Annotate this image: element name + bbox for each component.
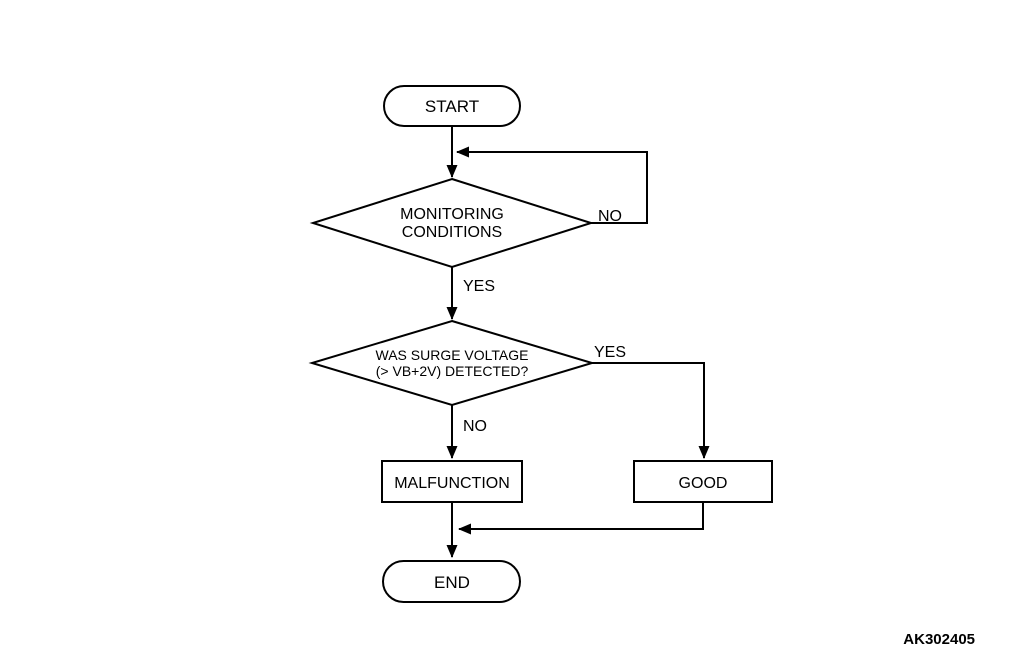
monitoring-no-label: NO: [598, 208, 622, 225]
surge-voltage-label-line1: WAS SURGE VOLTAGE: [376, 347, 529, 363]
edge-monitoring-no-loop: [456, 146, 648, 224]
surge-no-label: NO: [463, 418, 487, 435]
malfunction-node-label: MALFUNCTION: [394, 475, 510, 492]
monitoring-conditions-label-line2: CONDITIONS: [402, 224, 502, 241]
malfunction-node: [381, 460, 523, 503]
start-node-label: START: [425, 97, 479, 116]
surge-voltage-label-line2: (> VB+2V) DETECTED?: [376, 363, 529, 379]
good-node-label: GOOD: [679, 475, 728, 492]
monitoring-conditions-label-line1: MONITORING: [400, 206, 504, 223]
edge-good-merge: [458, 502, 704, 535]
figure-id-label: AK302405: [903, 631, 975, 648]
end-node-label: END: [434, 573, 470, 592]
edge-surge-yes: [592, 362, 710, 459]
monitoring-yes-label: YES: [463, 278, 495, 295]
surge-yes-label: YES: [594, 344, 626, 361]
end-node: [382, 560, 521, 603]
